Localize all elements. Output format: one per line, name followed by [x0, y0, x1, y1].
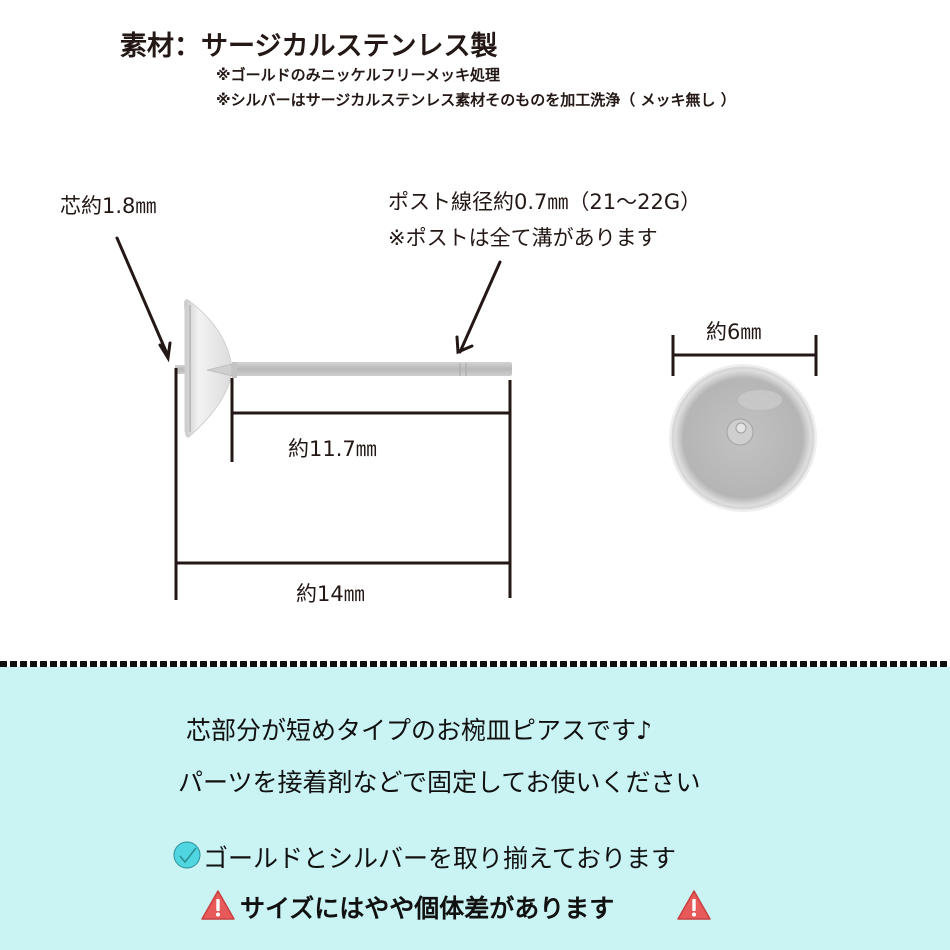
info-line-1: 芯部分が短めタイプのお椀皿ピアスです♪ [186, 716, 652, 745]
core-arrow [115, 236, 172, 363]
dimension-lines [174, 335, 818, 600]
cup-top-view [669, 364, 817, 512]
post-gauge-label: ポスト線径約0.7㎜（21〜22G） [388, 190, 702, 214]
spec-section: 素材：サージカルステンレス製 ※ゴールドのみニッケルフリーメッキ処理 ※シルバー… [60, 31, 818, 606]
post [232, 362, 512, 376]
cup-side-view [183, 299, 233, 438]
dashed-divider [0, 661, 950, 667]
core-length-label: 芯約1.8㎜ [60, 194, 157, 218]
post-length-label: 約11.7㎜ [288, 437, 377, 461]
stock-note: ゴールドとシルバーを取り揃えております [203, 844, 677, 873]
material-title: 素材：サージカルステンレス製 [120, 31, 498, 62]
post-arrow [455, 260, 502, 355]
warning-triangle-icon [200, 889, 236, 921]
check-circle-icon [172, 840, 202, 870]
gold-note: ※ゴールドのみニッケルフリーメッキ処理 [216, 66, 500, 84]
total-length-label: 約14㎜ [296, 582, 365, 606]
silver-note: ※シルバーはサージカルステンレス素材そのものを加工洗浄（ メッキ無し ） [216, 91, 736, 109]
warning-triangle-icon [676, 889, 712, 921]
info-line-2: パーツを接着剤などで固定してお使いください [178, 768, 701, 797]
size-variance-note: サイズにはやや個体差があります [240, 894, 615, 923]
info-section: 芯部分が短めタイプのお椀皿ピアスです♪ パーツを接着剤などで固定してお使いくださ… [0, 667, 950, 950]
post-groove-label: ※ポストは全て溝があります [388, 226, 658, 250]
core-stub [175, 365, 191, 374]
cup-diameter-label: 約6㎜ [706, 320, 762, 344]
earring-diagram [115, 236, 818, 600]
